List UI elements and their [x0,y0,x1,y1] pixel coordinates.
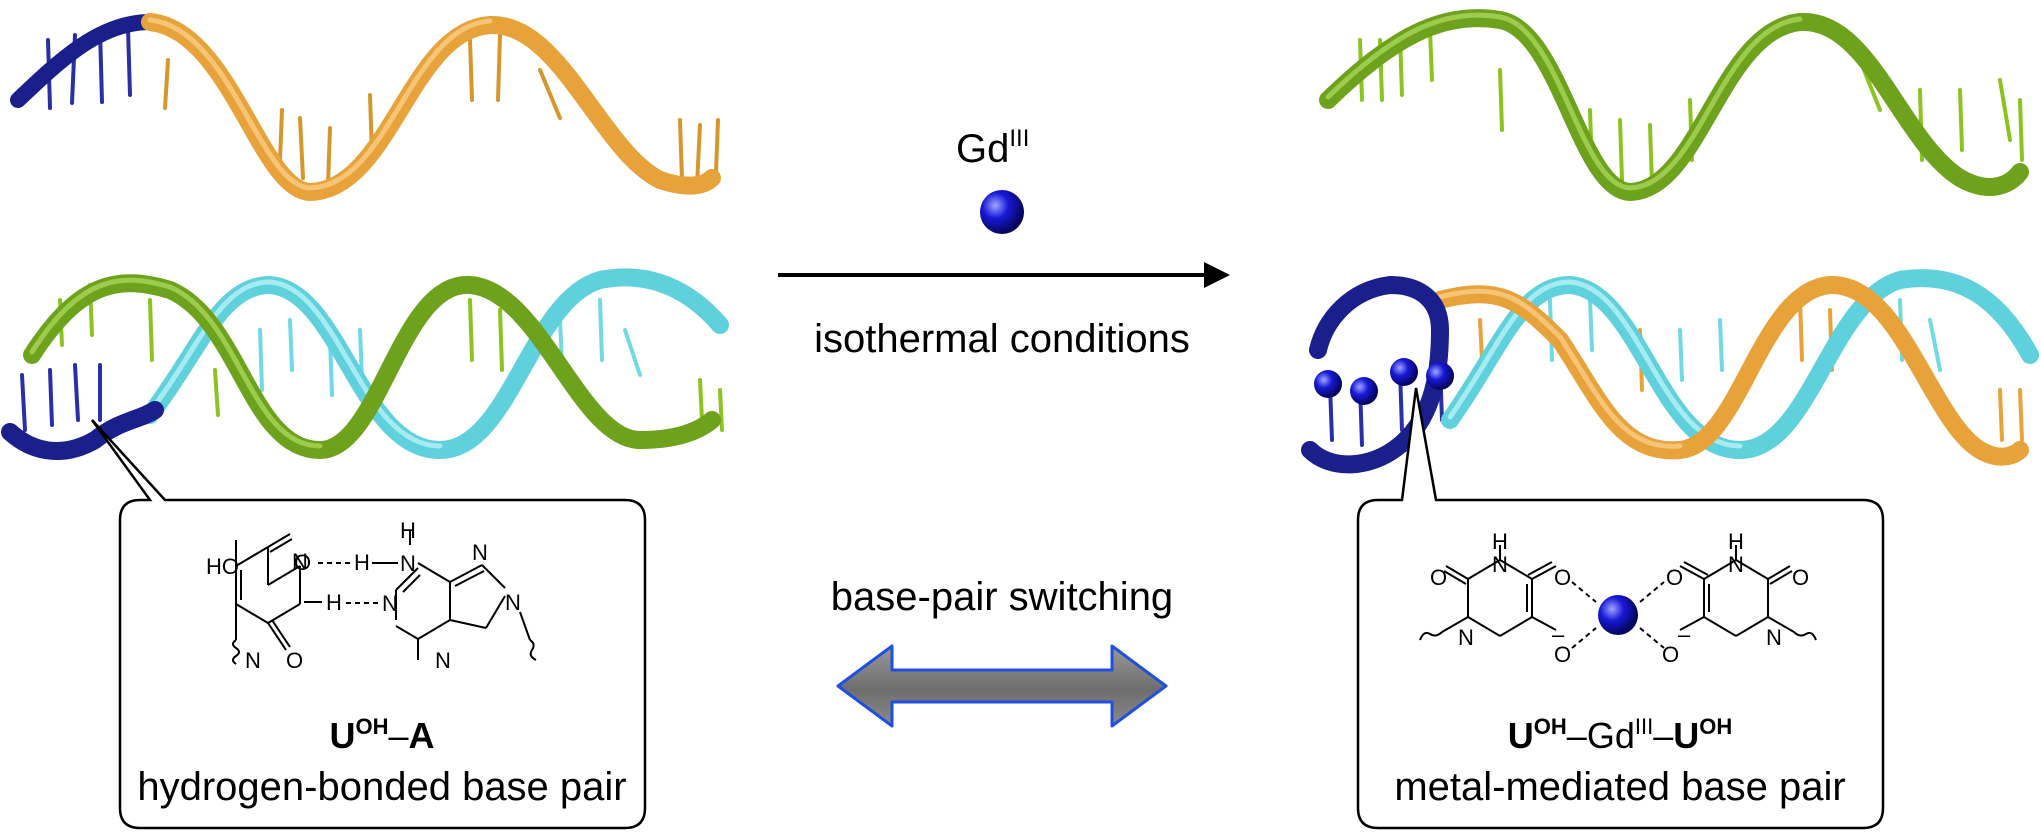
svg-text:N: N [1492,552,1508,577]
svg-text:N: N [400,551,416,576]
svg-text:N: N [1458,625,1474,650]
svg-text:H: H [400,518,416,543]
left-bottom-duplex [1,268,729,460]
right-bottom-duplex [1301,269,2039,474]
svg-text:O: O [1554,642,1571,667]
left-caption: hydrogen-bonded base pair [137,765,626,809]
metal-label: GdIII [956,125,1029,171]
right-caption: metal-mediated base pair [1394,765,1845,809]
svg-text:O: O [1554,565,1571,590]
svg-text:H: H [1728,529,1744,554]
svg-text:O: O [1792,565,1809,590]
right-top-strand [1319,9,2029,202]
right-callout: O N H O N O – [1356,387,1885,830]
right-pair-name: UOH–GdIII–UOH [1508,714,1732,756]
forward-arrow [778,262,1230,288]
double-arrow [836,644,1168,728]
svg-text:N: N [245,648,261,673]
arrow-conditions: isothermal conditions [814,317,1190,361]
svg-text:N: N [1728,552,1744,577]
left-callout: HO N N O O H H [90,419,647,830]
svg-text:O: O [1666,565,1683,590]
svg-text:N: N [505,590,521,615]
svg-text:N: N [1766,625,1782,650]
svg-text:H: H [1492,529,1508,554]
switch-label: base-pair switching [831,575,1173,619]
svg-text:H: H [326,590,342,615]
gd-ion-sphere [1350,377,1378,405]
gd-ion-sphere [1426,362,1454,390]
svg-text:–: – [1678,622,1691,647]
svg-text:O: O [1430,565,1447,590]
left-pair-name: UOH–A [329,714,434,756]
gd-ion-sphere-center [980,190,1024,234]
left-top-strand [10,13,721,202]
svg-text:O: O [1662,642,1679,667]
gd-ion-sphere-callout [1598,595,1638,635]
svg-text:N: N [382,591,398,616]
svg-text:O: O [286,648,303,673]
svg-text:HO: HO [206,554,239,579]
svg-text:N: N [292,549,308,574]
svg-text:–: – [1552,622,1565,647]
svg-text:H: H [354,550,370,575]
svg-text:N: N [472,540,488,565]
svg-text:O: O [294,550,311,575]
gd-ion-sphere [1390,358,1418,386]
svg-text:N: N [435,648,451,673]
gd-ion-sphere [1314,370,1342,398]
